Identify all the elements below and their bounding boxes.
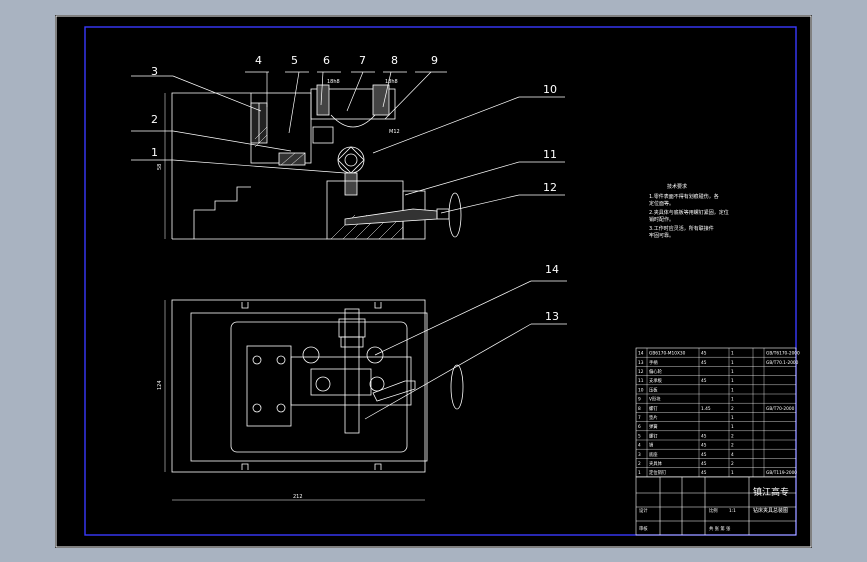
designer-label: 设计 xyxy=(639,507,648,514)
parts-cell-no: 7 xyxy=(638,415,641,421)
parts-cell-mat: 1 xyxy=(731,424,734,430)
parts-cell-no: 8 xyxy=(638,406,641,412)
parts-cell-name: 压板 xyxy=(649,386,658,393)
scale-value: 1:1 xyxy=(729,508,736,514)
parts-cell-qty: 45 xyxy=(701,443,707,449)
tech-line: 1.零件表面不得有划痕碰伤，各 xyxy=(649,193,719,200)
dim-width-bottom: 212 xyxy=(293,494,303,500)
parts-cell-name: 螺钉 xyxy=(649,432,658,439)
callout-12: 12 xyxy=(543,181,557,194)
parts-cell-name: 夹具体 xyxy=(649,460,663,467)
parts-cell-qty: 1.45 xyxy=(701,406,711,412)
sheet-label: 共 张 第 张 xyxy=(709,525,731,532)
parts-cell-no: 3 xyxy=(638,452,641,458)
parts-cell-mat: 1 xyxy=(731,351,734,357)
drawing-sheet: 58 18h8 18h8 M12 124 212 xyxy=(55,15,812,548)
callout-13: 13 xyxy=(545,310,559,323)
parts-cell-mat: 1 xyxy=(731,415,734,421)
callout-6: 6 xyxy=(323,54,330,67)
tech-line: 定位面等。 xyxy=(649,200,674,207)
parts-cell-name: 销 xyxy=(649,442,654,449)
parts-cell-mat: 1 xyxy=(731,470,734,476)
parts-cell-name: 定位销钉 xyxy=(649,469,667,476)
parts-cell-name: 弹簧 xyxy=(649,423,658,430)
tech-line: 牢固可靠。 xyxy=(649,232,674,239)
parts-cell-qty: 45 xyxy=(701,433,707,439)
dim-height-front: 58 xyxy=(157,164,163,170)
parts-cell-name: 支承板 xyxy=(649,377,663,384)
callout-9: 9 xyxy=(431,54,438,67)
parts-cell-name: 垫片 xyxy=(649,414,658,421)
callout-11: 11 xyxy=(543,148,557,161)
parts-cell-name: 螺钉 xyxy=(649,405,658,412)
callout-1: 1 xyxy=(151,146,158,159)
front-section-view xyxy=(164,84,462,240)
outer-frame xyxy=(55,15,812,548)
drawing-name: 钻床夹具总装图 xyxy=(753,507,788,514)
parts-cell-qty: 45 xyxy=(701,351,707,357)
tech-line: 3.工作时应灵活，所有联接件 xyxy=(649,225,714,232)
parts-cell-qty: 45 xyxy=(701,461,707,467)
callout-2: 2 xyxy=(151,113,158,126)
callout-4: 4 xyxy=(255,54,262,67)
parts-cell-mat: 2 xyxy=(731,406,734,412)
parts-cell-no: 1 xyxy=(638,470,641,476)
callout-3: 3 xyxy=(151,65,158,78)
dim-fit-3: M12 xyxy=(389,129,400,135)
parts-cell-mat: 2 xyxy=(731,433,734,439)
callout-5: 5 xyxy=(291,54,298,67)
tech-requirements: 技术要求 1.零件表面不得有划痕碰伤，各 定位面等。 2.夹具体与底板等用螺钉紧… xyxy=(649,183,729,239)
title-block xyxy=(635,476,797,536)
dim-fit-2: 18h8 xyxy=(385,79,398,85)
parts-cell-name: 手柄 xyxy=(649,359,658,366)
tech-title: 技术要求 xyxy=(667,183,687,190)
parts-cell-mat: 1 xyxy=(731,397,734,403)
parts-cell-mat: 1 xyxy=(731,360,734,366)
parts-cell-no: 6 xyxy=(638,424,641,430)
parts-cell-no: 4 xyxy=(638,443,641,449)
callout-leaders xyxy=(131,71,567,420)
parts-cell-qty: 45 xyxy=(701,452,707,458)
parts-cell-name: V形块 xyxy=(649,396,661,403)
parts-cell-mat: 1 xyxy=(731,387,734,393)
dim-fit-1: 18h8 xyxy=(327,79,340,85)
parts-cell-no: 12 xyxy=(638,369,644,375)
inner-frame xyxy=(84,26,797,536)
parts-cell-name: 底座 xyxy=(649,451,658,458)
assembly-drawing: 58 18h8 18h8 M12 124 212 xyxy=(55,15,812,548)
parts-cell-no: 9 xyxy=(638,397,641,403)
parts-cell-qty: 45 xyxy=(701,378,707,384)
parts-cell-mat: 2 xyxy=(731,443,734,449)
parts-cell-no: 11 xyxy=(638,378,644,384)
top-view xyxy=(164,299,464,501)
school-name: 镇江高专 xyxy=(753,486,789,498)
parts-cell-no: 2 xyxy=(638,461,641,467)
parts-cell-mat: 1 xyxy=(731,378,734,384)
callout-10: 10 xyxy=(543,83,557,96)
checker-label: 审核 xyxy=(639,525,648,532)
parts-cell-qty: 45 xyxy=(701,360,707,366)
callout-8: 8 xyxy=(391,54,398,67)
tech-line: 销时配作。 xyxy=(649,216,674,223)
parts-cell-mat: 2 xyxy=(731,461,734,467)
parts-cell-std: GB/T70.1-2000 xyxy=(766,360,799,366)
parts-cell-no: 14 xyxy=(638,351,644,357)
parts-cell-std: GB/T119-2000 xyxy=(766,470,797,476)
dim-height-top: 124 xyxy=(157,380,163,390)
parts-cell-no: 5 xyxy=(638,433,641,439)
parts-cell-mat: 4 xyxy=(731,452,734,458)
parts-cell-no: 13 xyxy=(638,360,644,366)
parts-cell-qty: 45 xyxy=(701,470,707,476)
parts-cell-mat: 1 xyxy=(731,369,734,375)
callout-14: 14 xyxy=(545,263,559,276)
parts-cell-std: GB/T70-2000 xyxy=(766,406,795,412)
tech-line: 2.夹具体与底板等用螺钉紧固，定位 xyxy=(649,209,729,216)
parts-cell-name: GB6170-M10X30 xyxy=(649,351,686,357)
callout-7: 7 xyxy=(359,54,366,67)
parts-cell-no: 10 xyxy=(638,387,644,393)
parts-cell-name: 偏心轮 xyxy=(649,368,663,375)
parts-cell-std: GB/T6170-2000 xyxy=(766,351,800,357)
scale-label: 比例 xyxy=(709,507,718,514)
